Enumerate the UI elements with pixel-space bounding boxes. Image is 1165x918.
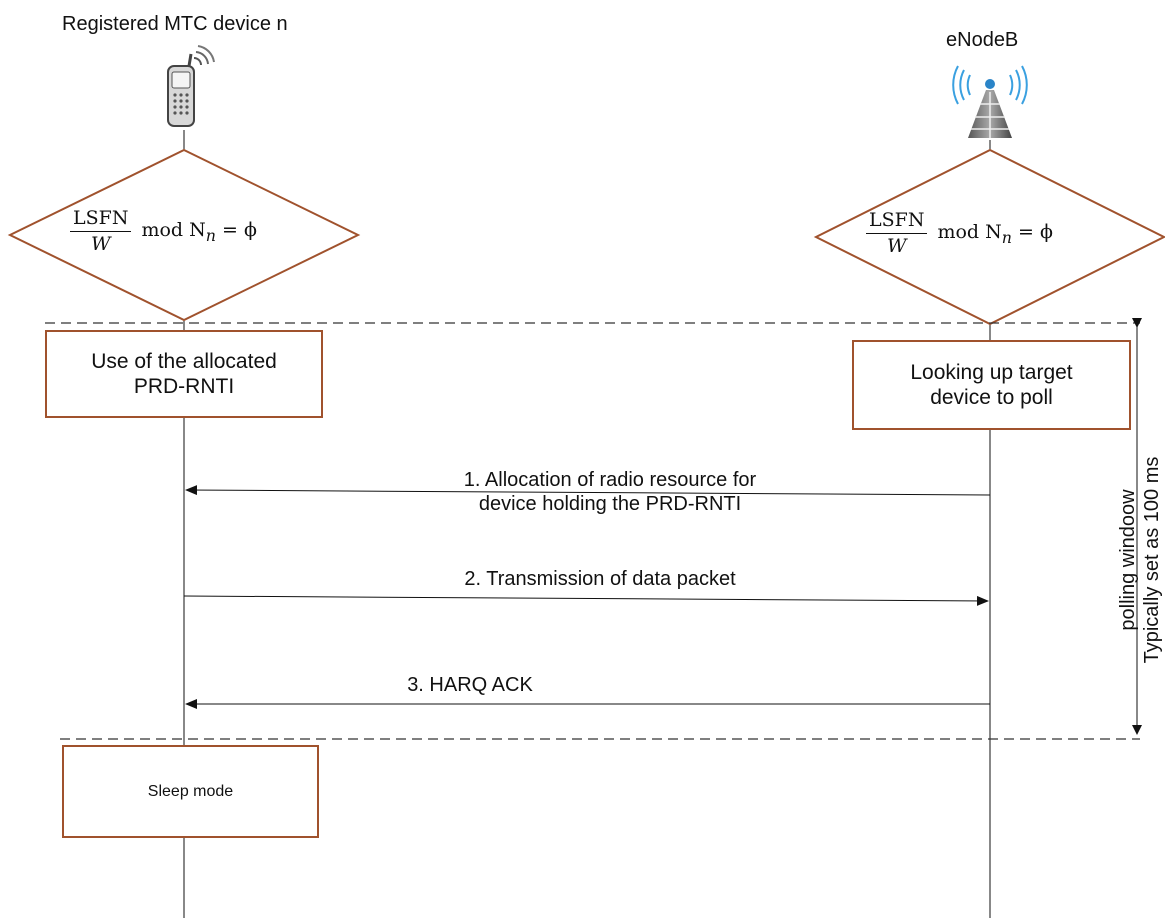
formula-subscript: n [205, 225, 216, 245]
formula-fraction: LSFN W [866, 210, 928, 257]
enodeb-decision-diamond [813, 148, 1165, 326]
message-1-arrow [185, 485, 991, 496]
box-line: PRD-RNTI [133, 375, 235, 398]
enodeb-participant-label: eNodeB [946, 29, 1019, 51]
formula-denominator: W [90, 233, 111, 255]
box-line: Sleep mode [147, 783, 234, 800]
formula-subscript: n [1001, 227, 1012, 247]
polling-window-line2: Typically set as 100 ms [1141, 456, 1163, 664]
device-decision-diamond [7, 148, 361, 322]
formula-numerator: LSFN [866, 210, 928, 234]
box-line: device to poll [930, 386, 1053, 409]
message-2-label: 2. Transmission of data packet [464, 568, 736, 590]
message-1-label: 1. Allocation of radio resource for devi… [463, 469, 757, 515]
enodeb-lookup-target-box: Looking up target device to poll [852, 340, 1131, 430]
formula-rest: mod Nn = ϕ [937, 221, 1052, 247]
device-decision-formula: LSFN W mod Nn = ϕ [70, 208, 257, 255]
formula-rhs: = ϕ [1018, 220, 1053, 243]
sleep-mode-box: Sleep mode [62, 745, 319, 838]
box-line: Looking up target [910, 361, 1073, 384]
polling-window-line1: polling windoow [1117, 489, 1139, 631]
message-3-label: 3. HARQ ACK [407, 674, 533, 696]
formula-rest: mod Nn = ϕ [141, 219, 256, 245]
formula-op: mod N [937, 220, 1002, 243]
enodeb-decision-formula: LSFN W mod Nn = ϕ [866, 210, 1053, 257]
box-line: Use of the allocated [91, 350, 277, 373]
formula-rhs: = ϕ [222, 218, 257, 241]
device-allocated-prd-rnti-box: Use of the allocated PRD-RNTI [45, 330, 323, 418]
mobile-phone-icon [167, 45, 215, 127]
message-2-arrow [183, 595, 989, 606]
formula-denominator: W [886, 235, 907, 257]
device-participant-label: Registered MTC device n [62, 13, 288, 35]
formula-numerator: LSFN [70, 208, 132, 232]
cell-tower-icon [952, 65, 1028, 138]
formula-fraction: LSFN W [70, 208, 132, 255]
formula-op: mod N [141, 218, 206, 241]
polling-window-label: polling windoow Typically set as 100 ms [1116, 410, 1164, 710]
